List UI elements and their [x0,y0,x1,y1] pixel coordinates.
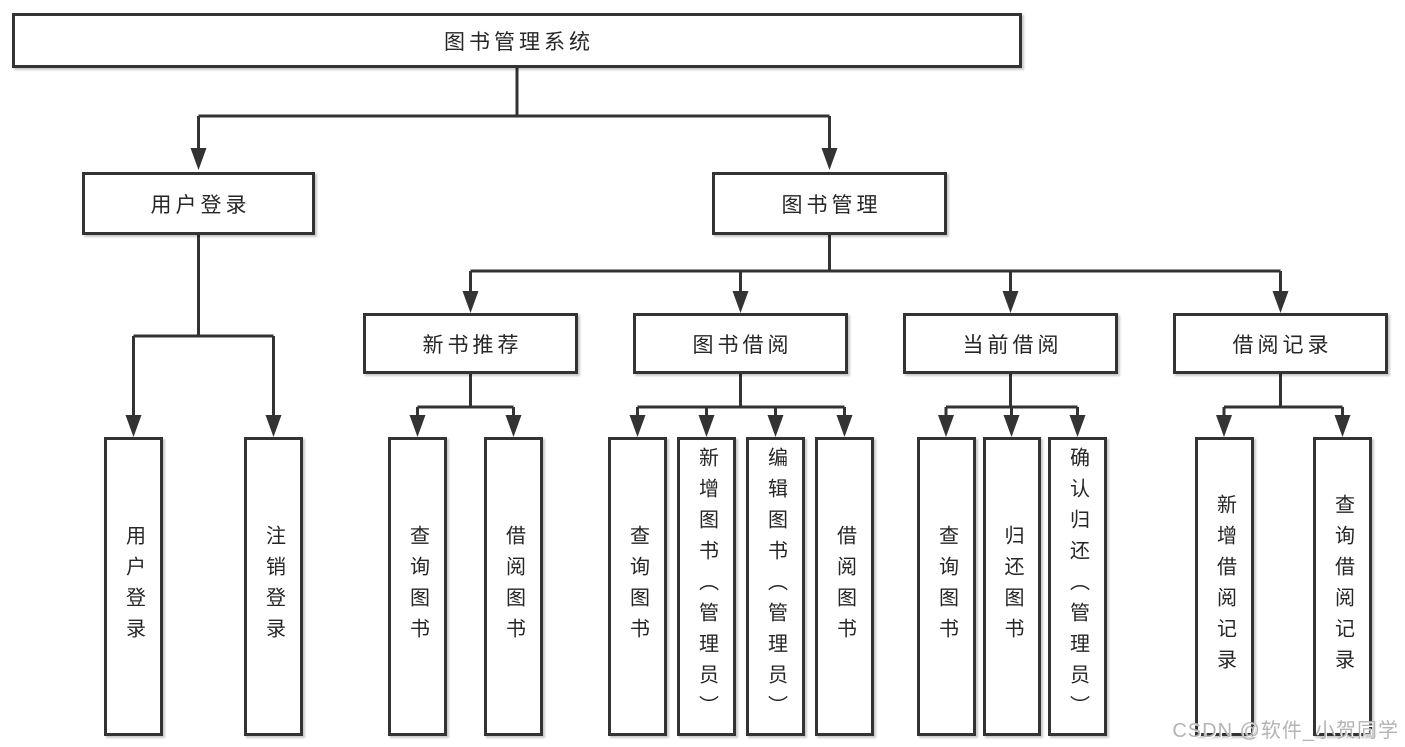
node-label: 图书管理 [781,193,882,217]
leaf-query-books-current: 查询图书 [917,437,976,736]
leaf-return-book: 归还图书 [983,437,1041,736]
node-label: 图书借阅 [692,333,793,357]
node-label: 图书管理系统 [444,30,594,54]
leaf-query-books-recommend: 查询图书 [388,437,447,736]
node-label: 查询图书 [626,524,649,649]
arrowheads [125,148,1351,437]
node-label: 新增借阅记录 [1213,493,1236,680]
node-label: 用户登录 [122,524,145,649]
node-label: 编辑图书（管理员） [764,447,787,726]
node-label: 新书推荐 [422,333,523,357]
node-label: 当前借阅 [962,333,1063,357]
leaf-query-books-borrow: 查询图书 [608,437,667,736]
node-label: 借阅图书 [502,524,525,649]
leaf-borrow-books: 借阅图书 [815,437,874,736]
leaf-edit-book-admin: 编辑图书（管理员） [746,437,805,736]
node-label: 归还图书 [1001,524,1023,649]
node-borrowing-records: 借阅记录 [1173,313,1388,374]
csdn-watermark: CSDN @软件_小贺同学 [1172,720,1399,742]
node-label: 借阅图书 [833,524,856,649]
leaf-query-borrow-record: 查询借阅记录 [1313,437,1372,736]
leaf-add-borrow-record: 新增借阅记录 [1195,437,1254,736]
node-library-management-system: 图书管理系统 [12,13,1022,68]
node-label: 新增图书（管理员） [695,447,718,726]
node-label: 注销登录 [262,524,285,649]
leaf-logout: 注销登录 [244,437,303,736]
node-label: 确认归还（管理员） [1066,447,1089,726]
node-label: 查询图书 [935,524,958,649]
node-new-book-recommendation: 新书推荐 [363,313,578,374]
node-label: 查询借阅记录 [1331,493,1354,680]
node-book-management: 图书管理 [712,172,947,235]
node-user-login: 用户登录 [82,172,315,235]
node-book-borrowing: 图书借阅 [633,313,848,374]
node-label: 用户登录 [150,193,251,217]
node-current-borrowing: 当前借阅 [903,313,1118,374]
leaf-add-book-admin: 新增图书（管理员） [677,437,736,736]
node-label: 借阅记录 [1232,333,1333,357]
node-label: 查询图书 [406,524,429,649]
leaf-confirm-return-admin: 确认归还（管理员） [1048,437,1107,736]
leaf-borrow-books-recommend: 借阅图书 [484,437,543,736]
leaf-user-login: 用户登录 [104,437,163,736]
